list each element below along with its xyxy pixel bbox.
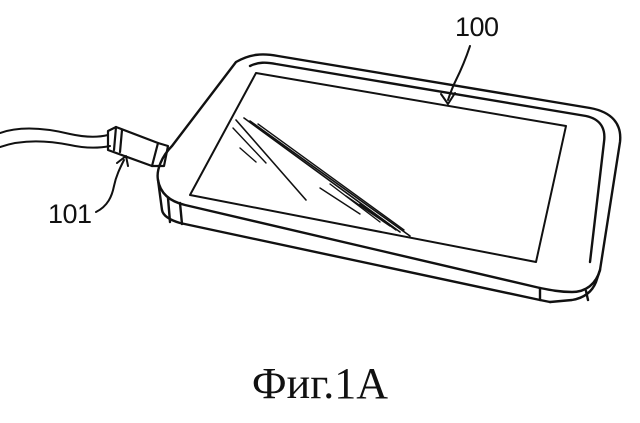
phone-body [158,54,621,302]
cable-connector [108,127,168,166]
leader-line-101 [96,156,128,212]
reference-numeral-cable: 101 [48,201,92,228]
display-screen [190,73,566,262]
figure-caption: Фиг.1A [0,362,640,406]
cable [0,129,110,148]
reference-numeral-device: 100 [455,14,499,41]
